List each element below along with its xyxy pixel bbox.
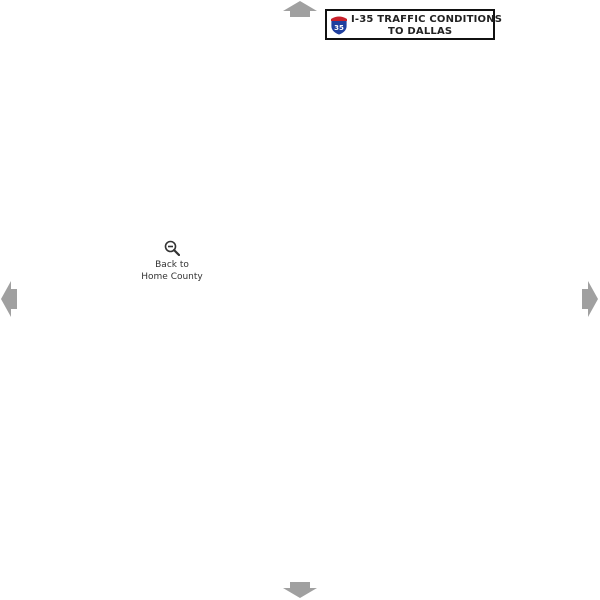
interstate-shield-icon: 35 bbox=[330, 16, 348, 36]
back-to-home-county-link[interactable]: Back to Home County bbox=[130, 240, 214, 283]
banner-subtitle: TO DALLAS bbox=[388, 26, 453, 37]
zoom-out-icon bbox=[164, 240, 180, 256]
interstate-number: 35 bbox=[334, 24, 344, 32]
pan-down-arrow[interactable] bbox=[283, 582, 317, 598]
banner-title: I-35 TRAFFIC CONDITIONS bbox=[351, 14, 503, 25]
traffic-conditions-banner: 35 I-35 TRAFFIC CONDITIONS TO DALLAS bbox=[325, 9, 502, 40]
zoom-link-line1: Back to bbox=[155, 260, 189, 270]
arrow-up-icon bbox=[283, 1, 317, 17]
zoom-link-line2: Home County bbox=[141, 272, 203, 282]
arrow-right-icon bbox=[582, 281, 598, 317]
arrow-down-icon bbox=[283, 582, 317, 598]
arrow-left-icon bbox=[1, 281, 17, 317]
pan-up-arrow[interactable] bbox=[283, 1, 317, 17]
pan-right-arrow[interactable] bbox=[582, 281, 598, 317]
pan-left-arrow[interactable] bbox=[1, 281, 17, 317]
